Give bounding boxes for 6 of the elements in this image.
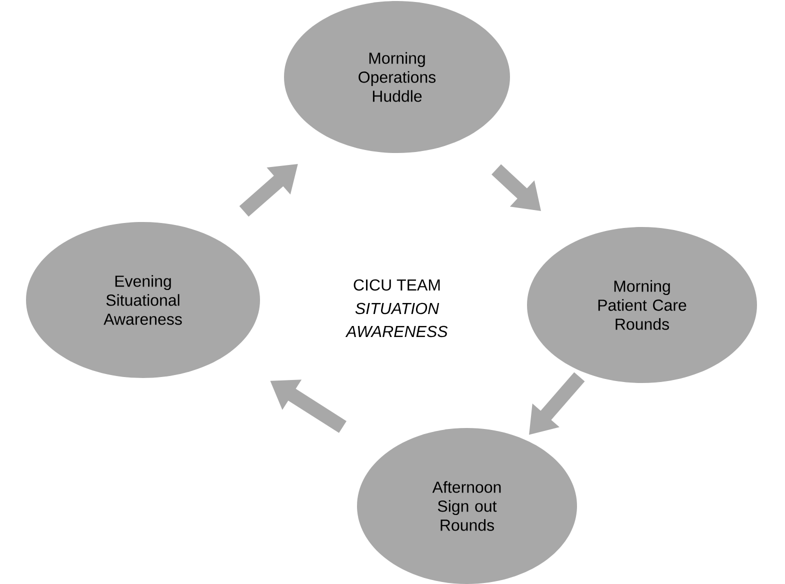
ellipse-node: Morning Patient Care Rounds [527,227,757,383]
center-subtitle: SITUATION AWARENESS [345,302,448,338]
ellipse-node: Morning Operations Huddle [284,1,510,153]
ellipse-node: Evening Situational Awareness [26,222,260,378]
ellipse-node: Afternoon Sign out Rounds [357,428,577,584]
center-title: CICU TEAM [354,279,440,291]
